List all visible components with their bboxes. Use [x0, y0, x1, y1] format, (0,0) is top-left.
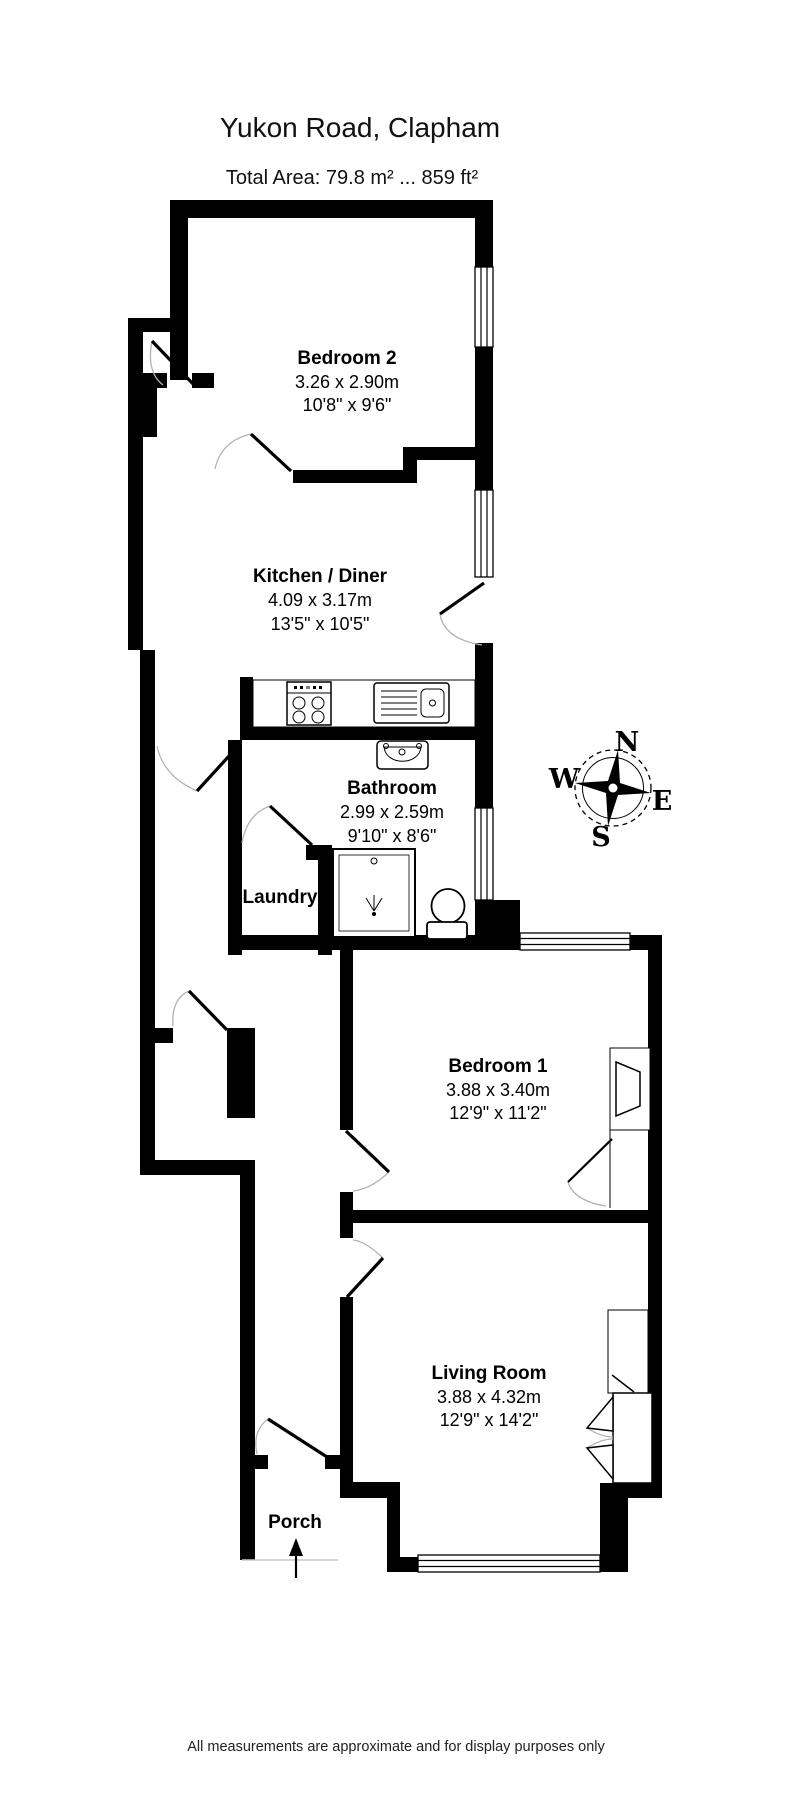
cupboard-door-bedroom1 — [567, 1130, 613, 1208]
room-dim-imperial: 12'9" x 11'2" — [449, 1103, 546, 1123]
label-bedroom2: Bedroom 2 3.26 x 2.90m 10'8" x 9'6" — [295, 348, 399, 415]
compass-west-label: W — [548, 764, 580, 795]
compass-rose-icon: N W E S — [548, 727, 672, 853]
door-bedroom1 — [344, 1129, 391, 1192]
room-name: Living Room — [431, 1363, 546, 1384]
window-kitchen — [474, 489, 494, 578]
room-dim-metric: 3.88 x 4.32m — [437, 1387, 541, 1407]
door-kitchen-hall — [156, 742, 242, 793]
door-bedroom2-sw — [149, 339, 197, 388]
window-bedroom1 — [519, 932, 631, 951]
door-hallway — [172, 989, 229, 1032]
window-bathroom — [474, 807, 494, 901]
compass-east-label: E — [652, 786, 673, 817]
room-dim-metric: 3.26 x 2.90m — [295, 372, 399, 392]
room-dim-metric: 4.09 x 3.17m — [268, 590, 372, 610]
entrance-arrow-icon — [289, 1538, 303, 1578]
label-porch: Porch — [268, 1512, 322, 1533]
label-bedroom1: Bedroom 1 3.88 x 3.40m 12'9" x 11'2" — [446, 1056, 550, 1123]
toilet-icon — [426, 888, 468, 940]
room-name: Kitchen / Diner — [253, 566, 388, 587]
stove-icon — [286, 681, 332, 726]
label-bathroom: Bathroom 2.99 x 2.59m 9'10" x 8'6" — [340, 778, 444, 846]
door-living-room — [345, 1239, 385, 1299]
door-bedroom2 — [214, 432, 293, 473]
compass-north-label: N — [615, 727, 640, 758]
room-dim-imperial: 9'10" x 8'6" — [348, 826, 437, 846]
shower-icon — [332, 848, 416, 938]
room-name: Bathroom — [347, 778, 437, 799]
page-title: Yukon Road, Clapham — [220, 112, 500, 143]
wash-basin-icon — [376, 740, 429, 770]
total-area: Total Area: 79.8 m² ... 859 ft² — [226, 167, 479, 189]
room-name: Bedroom 1 — [448, 1056, 548, 1077]
window-living-room — [417, 1554, 601, 1573]
room-dim-metric: 3.88 x 3.40m — [446, 1080, 550, 1100]
door-laundry — [241, 804, 314, 847]
room-name: Bedroom 2 — [297, 348, 396, 369]
compass-south-label: S — [591, 822, 611, 853]
disclaimer-text: All measurements are approximate and for… — [187, 1739, 605, 1755]
kitchen-counter — [252, 679, 476, 728]
label-living-room: Living Room 3.88 x 4.32m 12'9" x 14'2" — [431, 1363, 546, 1430]
room-dim-imperial: 10'8" x 9'6" — [303, 395, 392, 415]
room-dim-metric: 2.99 x 2.59m — [340, 802, 444, 822]
room-dim-imperial: 12'9" x 14'2" — [440, 1410, 539, 1430]
window-bedroom2 — [474, 266, 494, 348]
kitchen-sink-icon — [373, 682, 450, 724]
room-dim-imperial: 13'5" x 10'5" — [271, 614, 370, 634]
door-porch — [255, 1417, 328, 1459]
label-kitchen: Kitchen / Diner 4.09 x 3.17m 13'5" x 10'… — [253, 566, 388, 634]
alcove-living-room — [607, 1309, 649, 1394]
cupboard-living-room — [585, 1392, 653, 1484]
label-laundry: Laundry — [243, 887, 318, 908]
wardrobe-bedroom1 — [609, 1047, 651, 1131]
door-kitchen-right — [439, 581, 485, 646]
